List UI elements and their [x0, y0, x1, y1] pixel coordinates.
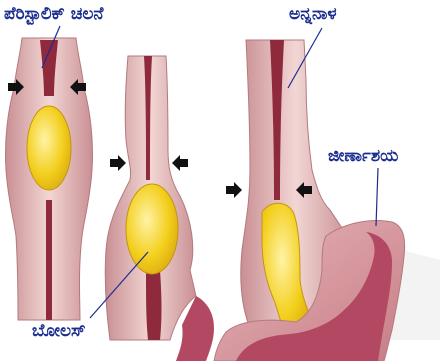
leader-stomach	[376, 168, 378, 226]
arrow-right-icon	[110, 155, 126, 171]
label-peristalsis: ಪೆರಿಸ್ಟಾಲಿಕ್ ಚಲನೆ	[4, 6, 103, 23]
bolus	[27, 106, 71, 190]
label-bolus: ಬೋಲಸ್	[32, 323, 86, 340]
arrow-left-icon	[172, 155, 188, 171]
arrow-right-icon	[226, 182, 242, 198]
esophagus-stage-1	[5, 38, 92, 320]
label-esophagus: ಅನ್ನನಾಳ	[289, 6, 337, 23]
label-stomach: ಜೀರ್ಣಾಶಯ	[328, 148, 398, 165]
bolus	[126, 184, 178, 274]
esophagus-stage-2	[105, 56, 214, 361]
